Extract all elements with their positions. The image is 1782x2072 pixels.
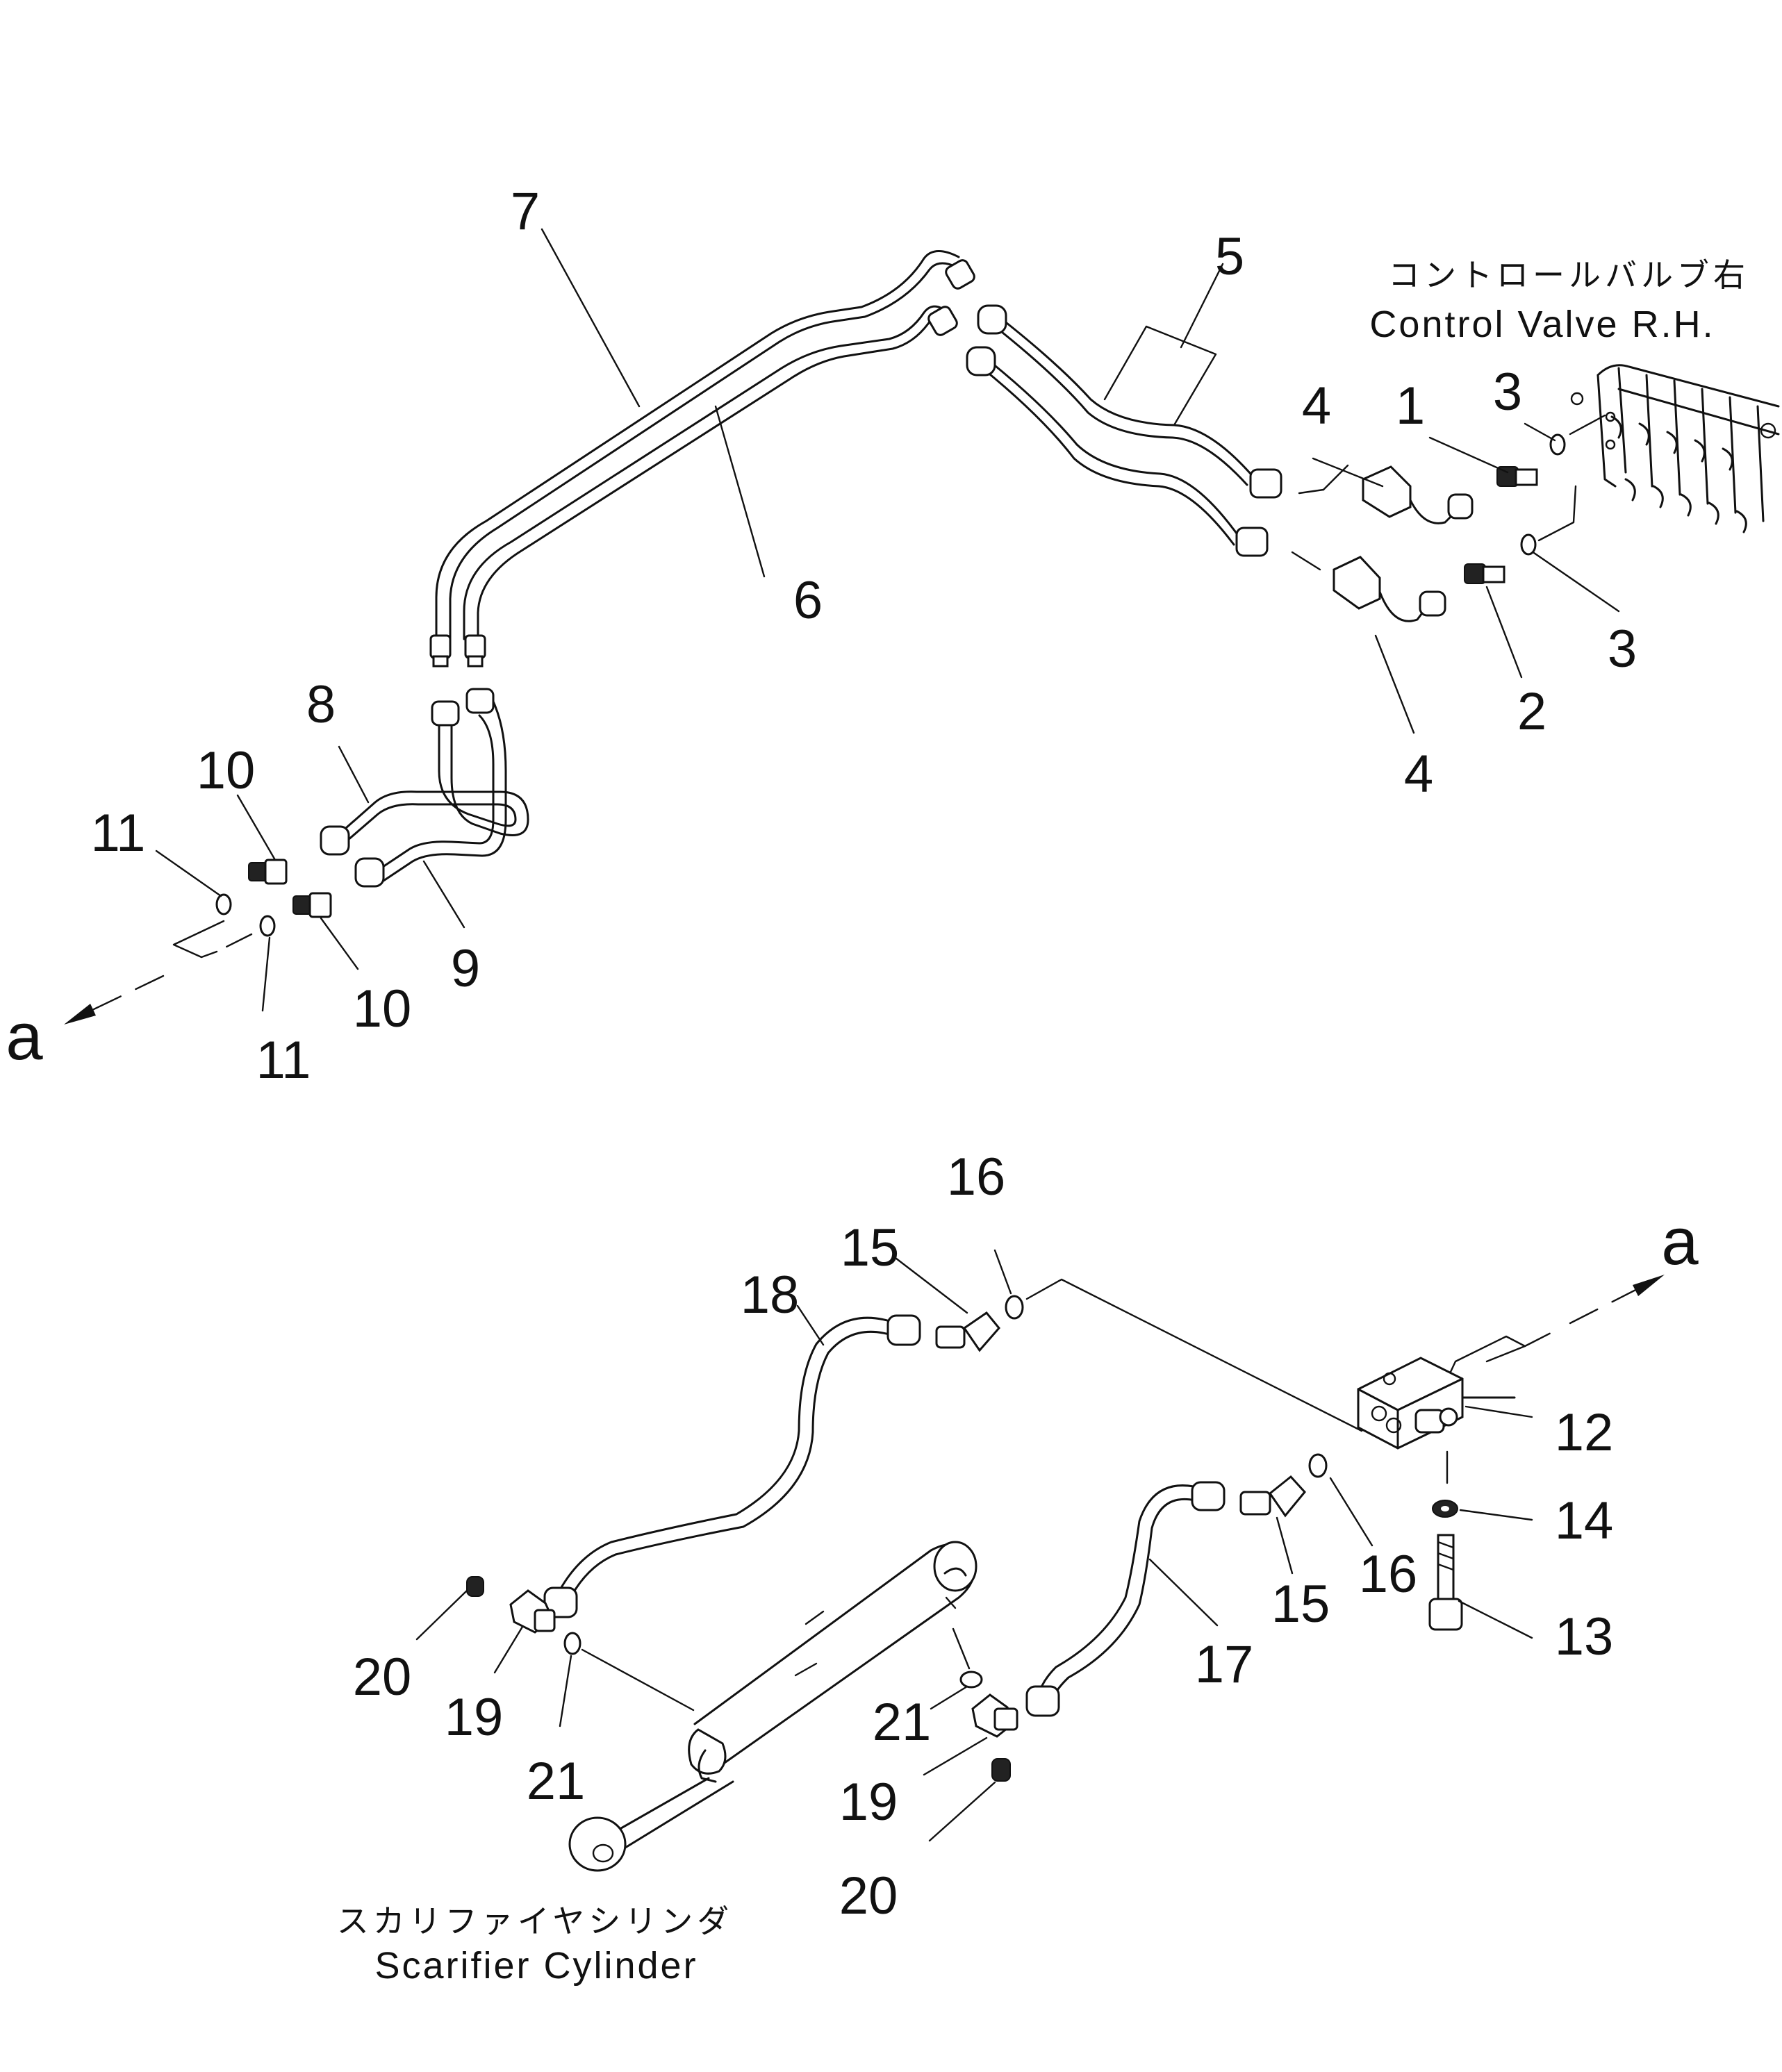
bolt-13 [1430,1535,1462,1630]
callout-4-upper: 4 [1302,376,1331,436]
callout-1: 1 [1396,376,1425,436]
o-ring-11-upper [217,895,231,914]
callout-20-left: 20 [353,1648,412,1707]
hose-18 [545,1316,920,1617]
o-ring-21-left [565,1633,580,1654]
callout-3-upper: 3 [1493,363,1522,422]
callout-10-upper: 10 [197,741,256,800]
control-valve-rh [1570,365,1779,532]
connector-letter-a-upper: a [6,1000,43,1074]
callout-14: 14 [1555,1491,1614,1550]
washer-14 [1433,1452,1458,1517]
callout-21-right: 21 [873,1693,932,1752]
elbow-15-lower [1241,1477,1305,1516]
fitting-20-left [467,1577,484,1596]
callout-10-lower: 10 [353,979,412,1038]
pipe-7 [436,251,962,639]
adapter-10-upper [249,860,286,884]
callout-leaders [156,229,1619,1841]
leader-21-right-to-cylinder [953,1629,969,1668]
component-labels: コントロールバルブ右 Control Valve R.H. スカリファイヤシリン… [337,256,1749,1987]
adapter-2 [1465,564,1504,583]
connector-a-upper-arrow [64,921,251,1025]
leader-16-to-12 [1027,1279,1362,1431]
scarifier-cylinder [570,1542,976,1871]
control-valve-label-jp: コントロールバルブ右 [1388,256,1749,294]
leader-5 [1105,264,1223,425]
scarifier-cylinder-label-jp: スカリファイヤシリンダ [337,1903,734,1940]
callout-16-lower: 16 [1359,1545,1418,1604]
callout-19-right: 19 [839,1773,898,1832]
callout-numbers: 7 5 6 4 1 3 3 2 4 8 9 10 10 11 11 16 15 … [6,182,1699,1925]
adapter-10-lower [293,893,331,917]
callout-5: 5 [1215,227,1244,286]
callout-16-upper: 16 [947,1147,1006,1207]
pipe-6 [464,306,953,639]
callout-15-lower: 15 [1271,1575,1330,1634]
scarifier-cylinder-label-en: Scarifier Cylinder [374,1945,698,1987]
callout-18: 18 [741,1266,800,1325]
callout-20-right: 20 [839,1866,898,1925]
callout-19-left: 19 [445,1688,504,1747]
elbow-19-right [973,1695,1017,1737]
callout-4-lower: 4 [1404,745,1433,804]
connector-a-lower-arrow [1451,1275,1665,1372]
elbow-4-upper [1299,465,1472,523]
fitting-20-right [992,1759,1010,1781]
callout-13: 13 [1555,1607,1614,1666]
control-valve-label-en: Control Valve R.H. [1369,304,1715,345]
callout-17: 17 [1195,1635,1254,1694]
pipe-end-nuts-left [431,636,485,666]
callout-11-upper: 11 [91,804,146,863]
o-ring-16-upper [1006,1296,1023,1318]
pipe-end-nuts-right [927,258,976,337]
o-ring-11-lower [261,916,274,936]
valve-block-12 [1358,1358,1515,1448]
adapter-1 [1497,467,1537,486]
callout-6: 6 [793,571,823,630]
elbow-15-upper [937,1313,999,1350]
hose-5 [967,306,1281,556]
elbow-19-left [511,1591,554,1632]
leader-to-valve-lower [1539,486,1576,540]
callout-15-upper: 15 [841,1218,900,1277]
o-ring-16-lower [1310,1454,1326,1477]
leader-21-left-to-cylinder [582,1650,693,1710]
callout-9: 9 [451,939,480,998]
pipe-8 [346,722,528,840]
connector-letter-a-lower: a [1661,1204,1699,1279]
callout-12: 12 [1555,1403,1614,1462]
o-ring-3-upper [1551,435,1565,454]
callout-21-left: 21 [527,1752,586,1811]
hose-17 [1027,1482,1224,1716]
callout-11-lower: 11 [256,1031,311,1090]
pipe-8-9-end-fittings [321,689,493,886]
o-ring-21-right [961,1672,982,1687]
callout-2: 2 [1517,682,1546,741]
callout-7: 7 [511,182,540,241]
callout-8: 8 [306,675,336,734]
o-ring-3-lower [1521,535,1535,554]
callout-3-lower: 3 [1608,620,1637,679]
elbow-4-lower [1292,552,1445,621]
pipe-9 [381,702,506,881]
